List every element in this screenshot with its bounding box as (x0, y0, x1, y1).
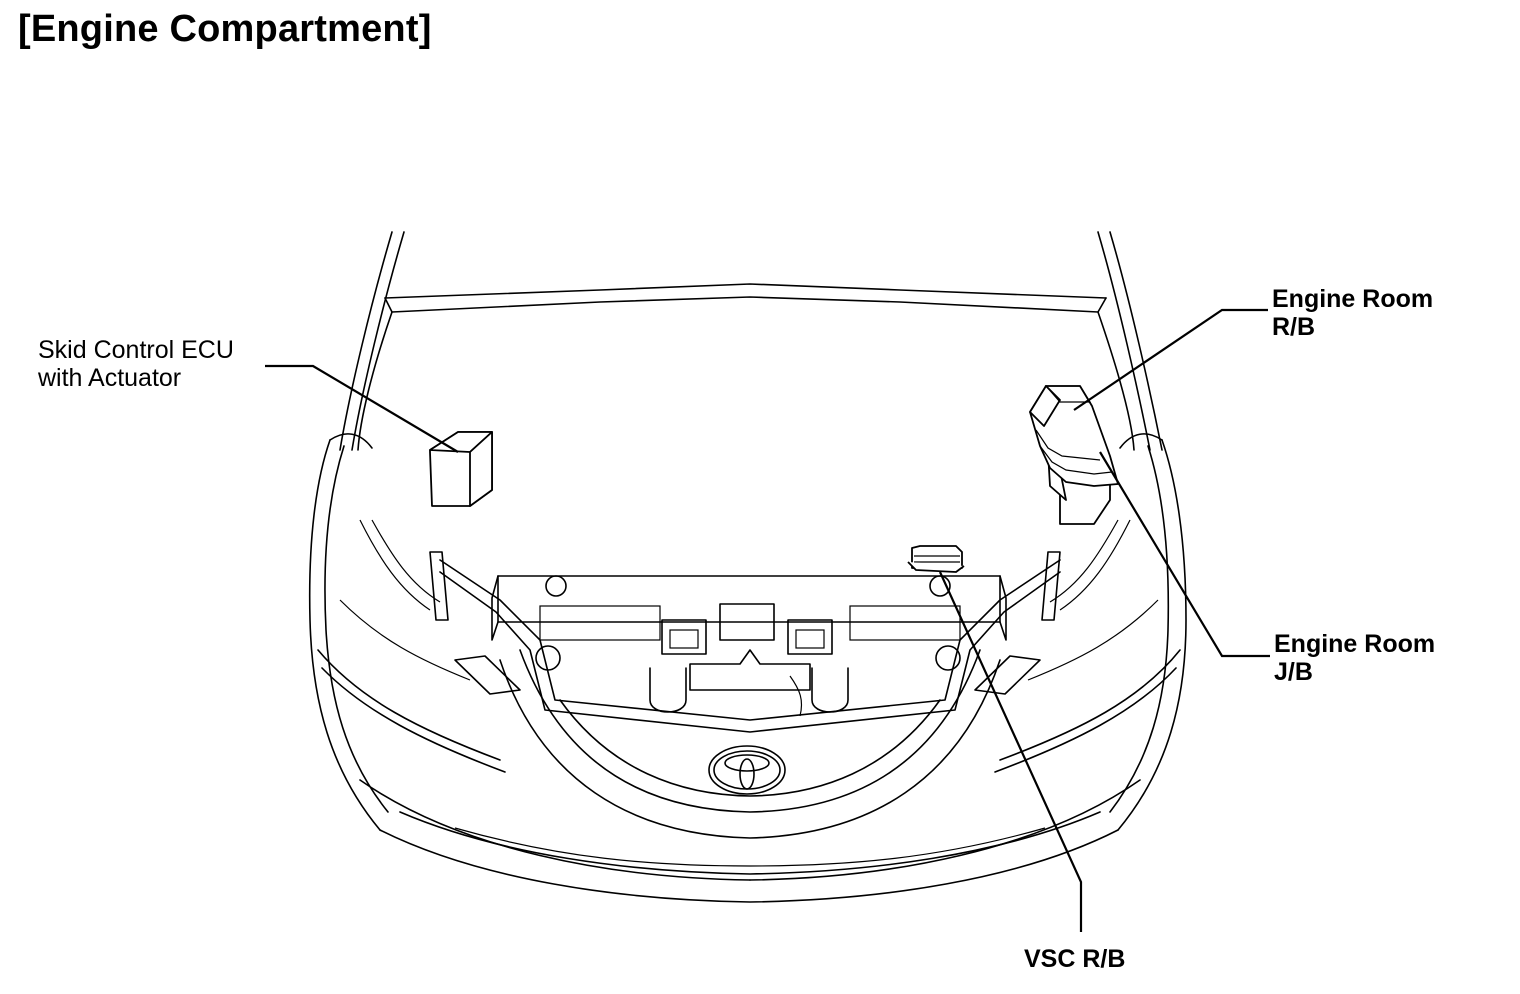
leader-skid-control-ecu (265, 364, 459, 453)
leader-lines (265, 308, 1270, 932)
fender-reinforcements (359, 519, 1131, 611)
front-grille (499, 649, 1001, 839)
leader-engine-room-jb (1099, 451, 1270, 658)
label-engine-room-jb: Engine Room J/B (1274, 630, 1435, 686)
label-engine-room-rb: Engine Room R/B (1272, 285, 1433, 341)
label-engine-room-rb-line2: R/B (1272, 313, 1316, 341)
leader-engine-room-rb (1073, 308, 1268, 411)
page-title: [Engine Compartment] (18, 8, 432, 50)
toyota-emblem-icon (708, 745, 786, 795)
vsc-rb-block (907, 545, 965, 573)
label-skid-control-ecu-line1: Skid Control ECU (38, 336, 234, 364)
engine-room-rb-jb-block (1029, 385, 1119, 525)
label-engine-room-jb-line2: J/B (1274, 658, 1313, 686)
latch-area (429, 551, 1061, 717)
body-outline (308, 433, 1187, 831)
hood-panel (357, 283, 1135, 451)
headlamps (317, 599, 1181, 773)
skid-control-ecu-block (429, 431, 493, 507)
front-bumper (359, 779, 1141, 903)
label-vsc-rb-text: VSC R/B (1024, 945, 1126, 973)
radiator-support (439, 559, 1061, 733)
a-pillars (339, 231, 1163, 451)
label-skid-control-ecu-line2: with Actuator (38, 364, 182, 392)
label-vsc-rb: VSC R/B (1024, 945, 1125, 973)
label-skid-control-ecu: Skid Control ECU with Actuator (38, 336, 234, 392)
label-engine-room-rb-line1: Engine Room (1272, 285, 1434, 313)
label-engine-room-jb-line1: Engine Room (1274, 630, 1436, 658)
leader-vsc-rb (938, 571, 1083, 932)
